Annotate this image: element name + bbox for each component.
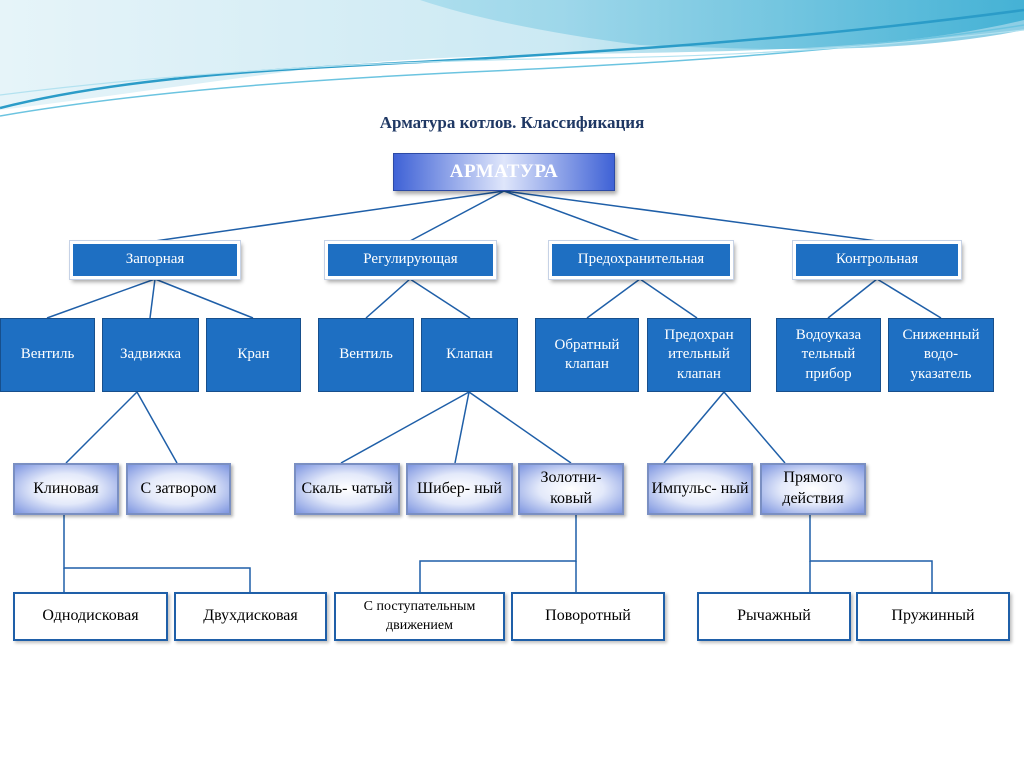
node-shibernyy: Шибер- ный (406, 463, 513, 515)
node-predokhranitelnaya: Предохранительная (548, 240, 734, 280)
node-skalchatyy: Скаль- чатый (294, 463, 400, 515)
node-zapornaya: Запорная (69, 240, 241, 280)
node-obratnyy-klapan: Обратный клапан (535, 318, 639, 392)
node-s-postupatelnym-dvizheniem: С поступательным движением (334, 592, 505, 641)
node-klinovaya: Клиновая (13, 463, 119, 515)
node-s-zatvorom: С затвором (126, 463, 231, 515)
decorative-wave-banner (0, 0, 1024, 117)
node-kran: Кран (206, 318, 301, 392)
node-zolotnikovyy: Золотни- ковый (518, 463, 624, 515)
node-odnodiskovaya: Однодисковая (13, 592, 168, 641)
node-povorotnyy: Поворотный (511, 592, 665, 641)
node-pruzhinnyy: Пружинный (856, 592, 1010, 641)
node-rychazhnyy: Рычажный (697, 592, 851, 641)
node-impulsnyy: Импульс- ный (647, 463, 753, 515)
root-node: АРМАТУРА (393, 153, 615, 191)
node-klapan: Клапан (421, 318, 518, 392)
node-snizhennyy-vodoukazatel: Сниженный водо- указатель (888, 318, 994, 392)
node-ventil-2: Вентиль (318, 318, 414, 392)
node-pryamogo-deystviya: Прямого действия (760, 463, 866, 515)
node-dvukhdiskovaya: Двухдисковая (174, 592, 327, 641)
node-reguliruyushchaya: Регулирующая (324, 240, 497, 280)
node-predokhranitelnyy-klapan: Предохран ительный клапан (647, 318, 751, 392)
diagram-title: Арматура котлов. Классификация (379, 113, 645, 132)
node-vodoukazatelnyy-pribor: Водоуказа тельный прибор (776, 318, 881, 392)
node-zadvizhka: Задвижка (102, 318, 199, 392)
node-kontrolnaya: Контрольная (792, 240, 962, 280)
node-ventil-1: Вентиль (0, 318, 95, 392)
